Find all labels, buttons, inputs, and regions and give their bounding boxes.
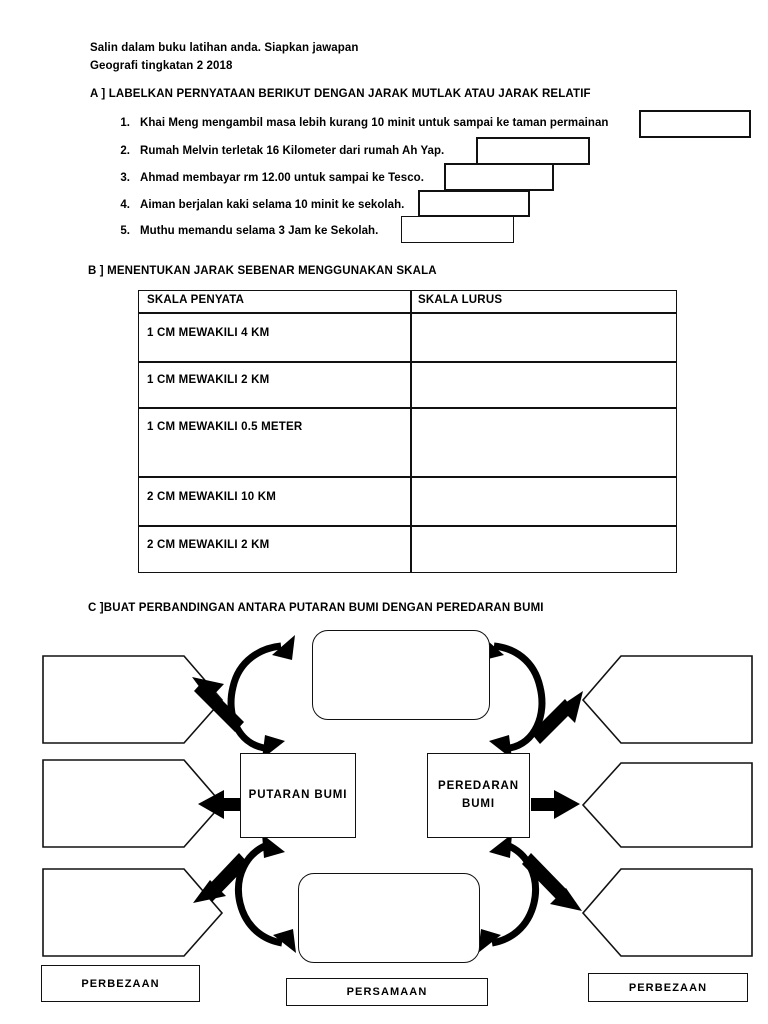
question-1-text: Khai Meng mengambil masa lebih kurang 10… bbox=[140, 117, 609, 129]
question-5-text: Muthu memandu selama 3 Jam ke Sekolah. bbox=[140, 225, 379, 237]
left-slot-3-pentagon[interactable] bbox=[42, 868, 224, 957]
diagram-shapes-layer: .pent { fill:#fff; stroke:#111; stroke-w… bbox=[42, 635, 753, 957]
left-slot-1-pentagon[interactable] bbox=[42, 655, 224, 744]
right-slot-1-input[interactable] bbox=[600, 657, 750, 742]
header-line-2: Geografi tingkatan 2 2018 bbox=[90, 60, 233, 72]
comparison-diagram: .pent { fill:#fff; stroke:#111; stroke-w… bbox=[0, 615, 768, 1015]
question-1-answer-box[interactable] bbox=[639, 110, 751, 138]
legend-perbezaan-left: PERBEZAAN bbox=[41, 965, 200, 1002]
right-slot-2-input[interactable] bbox=[600, 764, 750, 846]
arrow-peredaran-to-right-slot-2 bbox=[531, 790, 580, 819]
question-4-text: Aiman berjalan kaki selama 10 minit ke s… bbox=[140, 199, 405, 211]
table-row-5-penyata: 2 CM MEWAKILI 2 KM bbox=[147, 539, 270, 551]
table-row-divider bbox=[139, 361, 676, 363]
putaran-bumi-box: PUTARAN BUMI bbox=[240, 753, 356, 838]
peredaran-bumi-line-1: PEREDARAN bbox=[438, 779, 519, 792]
bottom-answer-box[interactable] bbox=[298, 873, 480, 963]
top-answer-box[interactable] bbox=[312, 630, 490, 720]
table-column-divider bbox=[410, 291, 412, 572]
left-slot-2-input[interactable] bbox=[45, 761, 205, 846]
section-c-heading: C ]BUAT PERBANDINGAN ANTARA PUTARAN BUMI… bbox=[88, 602, 544, 614]
curved-arrow-putaran-to-top bbox=[227, 635, 295, 759]
peredaran-bumi-line-2: BUMI bbox=[462, 797, 495, 810]
table-row-divider bbox=[139, 407, 676, 409]
question-2-answer-box[interactable] bbox=[476, 137, 590, 165]
curved-arrow-putaran-to-bottom bbox=[235, 834, 296, 953]
curved-arrow-peredaran-to-top bbox=[481, 635, 546, 759]
legend-persamaan: PERSAMAAN bbox=[286, 978, 488, 1006]
peredaran-bumi-box: PEREDARAN BUMI bbox=[427, 753, 530, 838]
question-5-answer-box[interactable] bbox=[401, 216, 514, 243]
legend-perbezaan-right: PERBEZAAN bbox=[588, 973, 748, 1002]
table-header-skala-lurus: SKALA LURUS bbox=[418, 294, 503, 306]
question-3-number: 3. bbox=[120, 172, 130, 184]
question-5-number: 5. bbox=[120, 225, 130, 237]
curved-arrow-peredaran-to-bottom bbox=[478, 834, 539, 953]
right-slot-3-pentagon[interactable] bbox=[581, 868, 753, 957]
section-b-heading: B ] MENENTUKAN JARAK SEBENAR MENGGUNAKAN… bbox=[88, 265, 437, 277]
right-slot-3-input[interactable] bbox=[600, 870, 750, 955]
question-2-text: Rumah Melvin terletak 16 Kilometer dari … bbox=[140, 145, 445, 157]
table-row-divider bbox=[139, 525, 676, 527]
table-row-3-penyata: 1 CM MEWAKILI 0.5 METER bbox=[147, 421, 303, 433]
table-header-skala-penyata: SKALA PENYATA bbox=[147, 294, 245, 306]
table-row-1-penyata: 1 CM MEWAKILI 4 KM bbox=[147, 327, 270, 339]
question-4-number: 4. bbox=[120, 199, 130, 211]
header-line-1: Salin dalam buku latihan anda. Siapkan j… bbox=[90, 42, 359, 54]
left-slot-1-input[interactable] bbox=[45, 657, 205, 742]
question-4-answer-box[interactable] bbox=[418, 190, 530, 217]
arrow-peredaran-to-right-slot-1 bbox=[531, 691, 583, 744]
right-slot-1-pentagon[interactable] bbox=[581, 655, 753, 744]
right-slot-2-pentagon[interactable] bbox=[581, 762, 753, 848]
question-3-answer-box[interactable] bbox=[444, 163, 554, 191]
skala-table: SKALA PENYATA SKALA LURUS 1 CM MEWAKILI … bbox=[138, 290, 677, 573]
question-2-number: 2. bbox=[120, 145, 130, 157]
arrow-putaran-to-left-slot-3 bbox=[193, 853, 249, 903]
table-row-divider bbox=[139, 476, 676, 478]
left-slot-2-pentagon[interactable] bbox=[42, 759, 224, 848]
question-1-number: 1. bbox=[120, 117, 130, 129]
question-3-text: Ahmad membayar rm 12.00 untuk sampai ke … bbox=[140, 172, 424, 184]
table-row-2-penyata: 1 CM MEWAKILI 2 KM bbox=[147, 374, 270, 386]
table-row-divider bbox=[139, 312, 676, 314]
left-slot-3-input[interactable] bbox=[45, 870, 205, 955]
table-row-4-penyata: 2 CM MEWAKILI 10 KM bbox=[147, 491, 277, 503]
section-a-heading: A ] LABELKAN PERNYATAAN BERIKUT DENGAN J… bbox=[90, 88, 591, 100]
